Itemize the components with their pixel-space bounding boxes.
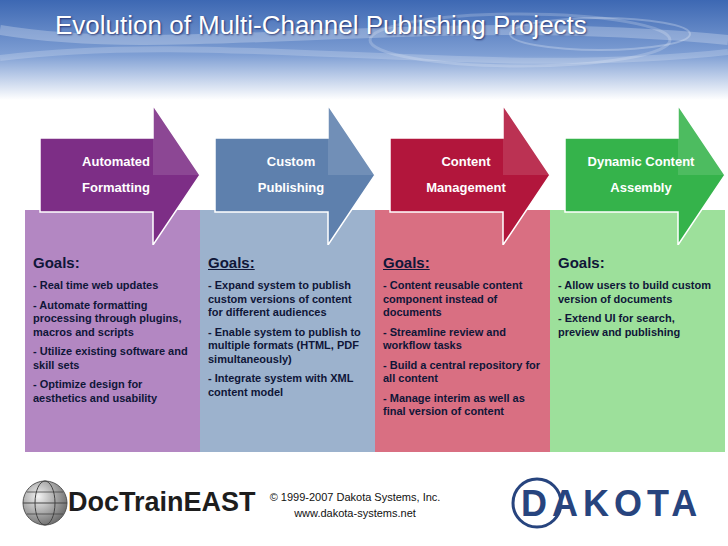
- arrow-shape: [375, 105, 550, 245]
- goals-panel: Goals: - Real time web updates - Automate …: [25, 210, 200, 452]
- goal-item: - Expand system to publish custom versio…: [208, 279, 367, 320]
- goals-panel: Goals: - Allow users to build custom vers…: [550, 210, 725, 452]
- stage-arrow: Content Management: [375, 105, 550, 245]
- arrow-label-box: Dynamic Content Assembly: [585, 138, 697, 212]
- globe-logo: [23, 481, 67, 525]
- goals-heading: Goals:: [558, 254, 717, 272]
- globe-parallel: [27, 492, 63, 493]
- goal-item: - Integrate system with XML content mode…: [208, 372, 367, 399]
- website-url: www.dakota-systems.net: [250, 507, 460, 520]
- goal-item: - Automate formatting processing through…: [33, 299, 192, 340]
- goals-panel: Goals: - Content reusable content compone…: [375, 210, 550, 452]
- goal-item: - Enable system to publish to multiple f…: [208, 326, 367, 367]
- globe-parallel: [27, 514, 63, 515]
- logo-text: DAKOTA: [521, 482, 721, 525]
- goal-item: - Content reusable content component ins…: [383, 279, 542, 320]
- arrow-label-box: Automated Formatting: [60, 138, 172, 212]
- arrow-highlight: [153, 105, 200, 175]
- goal-item: - Extend UI for search, preview and publ…: [558, 312, 717, 339]
- copyright-note: © 1999-2007 Dakota Systems, Inc.: [250, 491, 460, 504]
- arrow-shape: [550, 105, 725, 245]
- globe-equator: [23, 503, 67, 504]
- stage-label: Custom Publishing: [235, 149, 347, 201]
- goal-item: - Streamline review and workflow tasks: [383, 326, 542, 353]
- title-banner: [0, 0, 728, 100]
- goal-item: - Optimize design for aesthetics and usa…: [33, 378, 192, 405]
- logo-text: DocTrainEAST: [68, 486, 258, 518]
- globe-logo: [23, 481, 67, 525]
- goals-heading: Goals:: [383, 254, 542, 272]
- arrow-shape: [25, 105, 200, 245]
- arrow-label-box: Custom Publishing: [235, 138, 347, 212]
- arrow-label-box: Content Management: [410, 138, 522, 212]
- arrow-shape: [200, 105, 375, 245]
- goal-item: - Utilize existing software and skill se…: [33, 345, 192, 372]
- goal-item: - Allow users to build custom version of…: [558, 279, 717, 306]
- stage-label: Dynamic Content Assembly: [585, 149, 697, 201]
- goal-item: - Real time web updates: [33, 279, 192, 293]
- goal-item: - Manage interim as well as final versio…: [383, 392, 542, 419]
- stage-arrow: Automated Formatting: [25, 105, 200, 245]
- arrow-highlight: [503, 105, 550, 175]
- goal-item: - Build a central repository for all con…: [383, 359, 542, 386]
- arrow-highlight: [328, 105, 375, 175]
- stage-label: Content Management: [410, 149, 522, 201]
- stage-label: Automated Formatting: [60, 149, 172, 201]
- stage-arrow: Custom Publishing: [200, 105, 375, 245]
- stage-arrow: Dynamic Content Assembly: [550, 105, 725, 245]
- slide-title: Evolution of Multi-Channel Publishing Pr…: [55, 8, 615, 42]
- goals-heading: Goals:: [208, 254, 367, 272]
- goals-panel: Goals: - Expand system to publish custom …: [200, 210, 375, 452]
- goals-heading: Goals:: [33, 254, 192, 272]
